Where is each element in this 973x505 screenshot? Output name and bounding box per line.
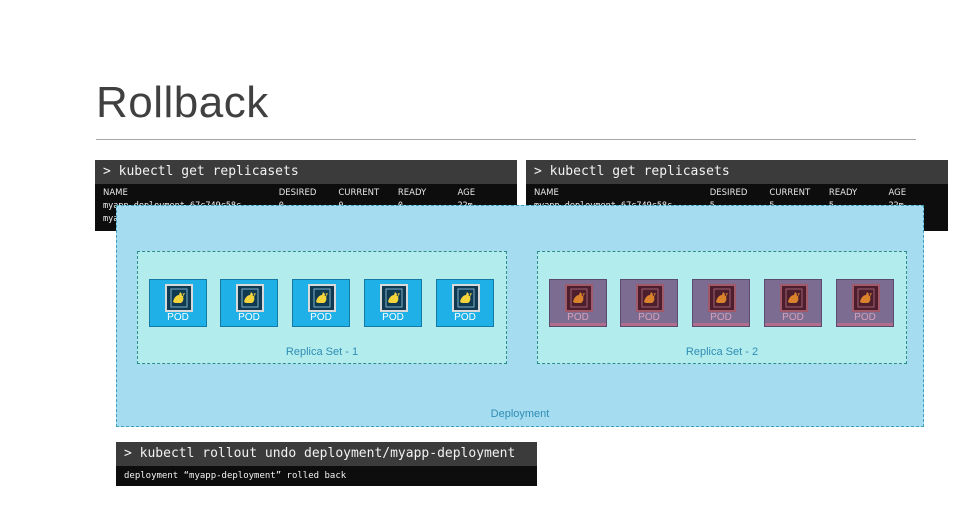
container-icon — [780, 284, 808, 312]
terminal-left-command: > kubectl get replicasets — [95, 160, 517, 184]
pod: POD — [620, 279, 678, 327]
replica-set-2-label: Replica Set - 2 — [685, 346, 759, 358]
pod: POD — [292, 279, 350, 327]
col-ready: READY — [397, 188, 427, 198]
pod: POD — [220, 279, 278, 327]
pod-label: POD — [567, 312, 589, 323]
terminal-bottom-output: deployment “myapp-deployment” rolled bac… — [124, 471, 347, 481]
container-icon — [236, 284, 264, 312]
col-age: AGE — [457, 188, 476, 198]
terminal-right-header-row: NAME DESIRED CURRENT READY AGE — [526, 187, 948, 200]
pod-label: POD — [454, 312, 476, 323]
page-title: Rollback — [96, 78, 269, 127]
pod: POD — [436, 279, 494, 327]
col-current: CURRENT — [769, 188, 811, 198]
terminal-bottom: > kubectl rollout undo deployment/myapp-… — [116, 442, 537, 486]
pod-label: POD — [782, 312, 804, 323]
container-icon — [308, 284, 336, 312]
replica-set-2: POD POD POD POD POD Replica Set - 2 — [537, 251, 907, 364]
col-desired: DESIRED — [278, 188, 317, 198]
pod-label: POD — [310, 312, 332, 323]
container-icon — [380, 284, 408, 312]
col-current: CURRENT — [338, 188, 380, 198]
pod: POD — [692, 279, 750, 327]
terminal-left-header-row: NAME DESIRED CURRENT READY AGE — [95, 187, 517, 200]
container-icon — [165, 284, 193, 312]
pod: POD — [549, 279, 607, 327]
container-icon — [708, 284, 736, 312]
title-divider — [96, 139, 916, 140]
pod-label: POD — [382, 312, 404, 323]
pod: POD — [764, 279, 822, 327]
col-age: AGE — [888, 188, 907, 198]
col-ready: READY — [828, 188, 858, 198]
container-icon — [452, 284, 480, 312]
terminal-right-command: > kubectl get replicasets — [526, 160, 948, 184]
deployment-label: Deployment — [490, 408, 550, 420]
container-icon — [565, 284, 593, 312]
terminal-bottom-command: > kubectl rollout undo deployment/myapp-… — [116, 442, 537, 466]
container-icon — [852, 284, 880, 312]
col-name: NAME — [103, 188, 128, 198]
col-name: NAME — [534, 188, 559, 198]
pod-label: POD — [167, 312, 189, 323]
pod: POD — [364, 279, 422, 327]
replica-set-1: POD POD POD POD POD Replica Set - 1 — [137, 251, 507, 364]
replica-set-1-label: Replica Set - 1 — [285, 346, 359, 358]
pod: POD — [149, 279, 207, 327]
col-desired: DESIRED — [709, 188, 748, 198]
container-icon — [636, 284, 664, 312]
pod: POD — [836, 279, 894, 327]
pod-label: POD — [638, 312, 660, 323]
pod-label: POD — [238, 312, 260, 323]
pod-label: POD — [854, 312, 876, 323]
pod-label: POD — [710, 312, 732, 323]
